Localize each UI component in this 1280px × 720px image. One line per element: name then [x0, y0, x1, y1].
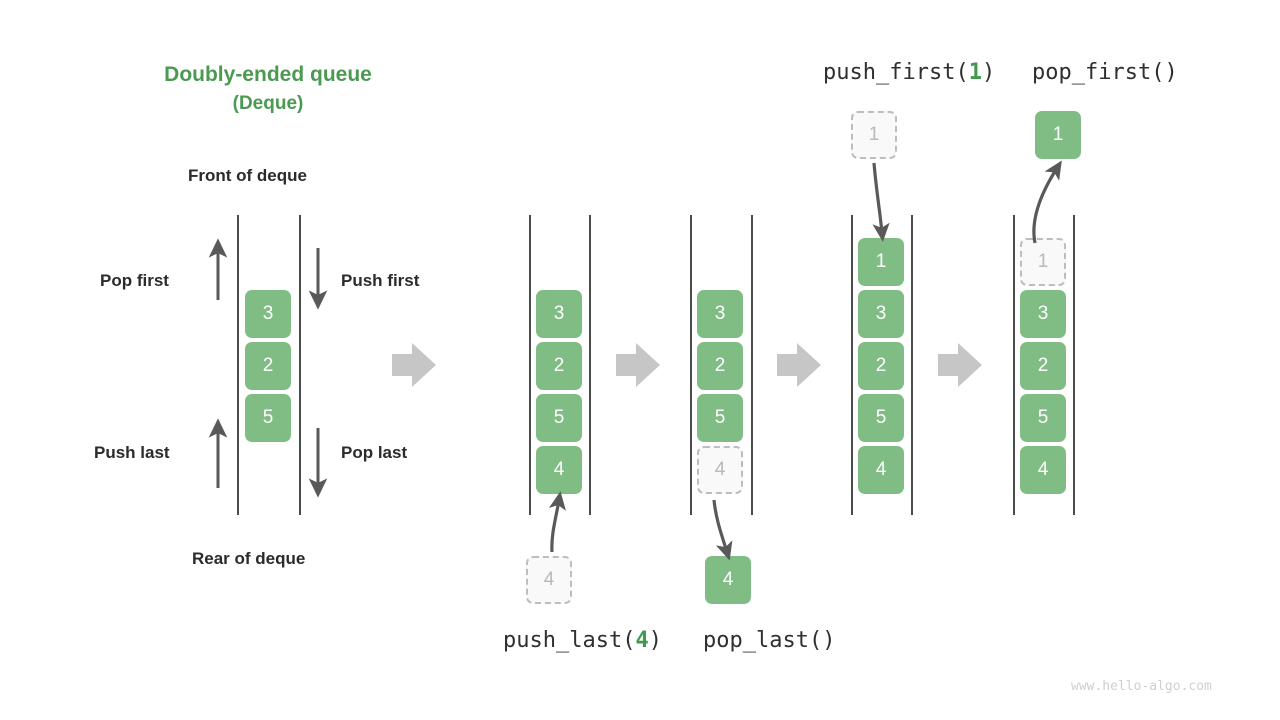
deque-rail-right-panel-3	[751, 215, 753, 515]
deque-item: 5	[697, 394, 743, 442]
deque-rail-left-panel-5	[1013, 215, 1015, 515]
push-first-paren-close: )	[981, 60, 996, 85]
deque-item: 2	[536, 342, 582, 390]
pop-last-label: Pop last	[341, 443, 408, 462]
deque-rail-left-panel-3	[690, 215, 692, 515]
pop-last-fn-name: pop_last	[703, 628, 809, 653]
pop-first-paren-open: (	[1151, 60, 1165, 85]
deque-item: 4	[1020, 446, 1066, 494]
transition-arrow-1	[392, 343, 436, 387]
page-title: Doubly-ended queue (Deque)	[148, 60, 388, 118]
deque-detached-item: 1	[851, 111, 897, 159]
deque-item: 2	[697, 342, 743, 390]
push-first-label: Push first	[341, 271, 420, 290]
page-title-line1: Doubly-ended queue	[164, 63, 372, 86]
push-first-operation-caption: push_first(1)	[823, 60, 995, 85]
front-of-deque-label: Front of deque	[188, 166, 307, 185]
watermark: www.hello-algo.com	[1071, 679, 1212, 694]
push-first-arg: 1	[968, 60, 982, 85]
pop-first-operation-caption: pop_first()	[1032, 60, 1178, 85]
push-last-operation-caption: push_last(4)	[503, 628, 662, 653]
pop-first-label: Pop first	[100, 271, 169, 290]
deque-item: 5	[1020, 394, 1066, 442]
push-last-motion-arrow	[548, 491, 566, 553]
transition-arrow-4	[938, 343, 982, 387]
page-title-line2: (Deque)	[232, 93, 304, 115]
push-last-paren-open: (	[622, 628, 636, 653]
pop-last-motion-arrow	[712, 499, 733, 561]
deque-rail-left-panel-1	[237, 215, 239, 515]
push-first-motion-arrow	[872, 162, 890, 242]
deque-item: 4	[536, 446, 582, 494]
push-first-paren-open: (	[955, 60, 969, 85]
push-first-fn-name: push_first	[823, 60, 956, 85]
deque-detached-item: 1	[1035, 111, 1081, 159]
deque-item: 4	[858, 446, 904, 494]
pop-first-motion-arrow	[1032, 160, 1062, 244]
deque-item-ghost: 1	[1020, 238, 1066, 286]
pop-last-operation-caption: pop_last()	[703, 628, 835, 653]
deque-item: 2	[245, 342, 291, 390]
deque-item: 3	[858, 290, 904, 338]
pop-first-fn-name: pop_first	[1032, 60, 1152, 85]
pop-last-paren-open: (	[808, 628, 823, 653]
deque-item: 3	[1020, 290, 1066, 338]
transition-arrow-3	[777, 343, 821, 387]
rear-of-deque-label: Rear of deque	[192, 549, 306, 568]
deque-item: 3	[536, 290, 582, 338]
pop-last-paren-close: )	[822, 628, 836, 653]
deque-rail-right-panel-1	[299, 215, 301, 515]
transition-arrow-2	[616, 343, 660, 387]
deque-item: 2	[858, 342, 904, 390]
deque-item: 5	[858, 394, 904, 442]
pop-first-paren-close: )	[1164, 60, 1178, 85]
deque-item: 2	[1020, 342, 1066, 390]
deque-detached-item: 4	[526, 556, 572, 604]
deque-rail-right-panel-2	[589, 215, 591, 515]
push-last-arg: 4	[635, 628, 649, 653]
push-last-fn-name: push_last	[503, 628, 623, 653]
deque-item: 3	[697, 290, 743, 338]
deque-rail-right-panel-5	[1073, 215, 1075, 515]
deque-item: 3	[245, 290, 291, 338]
deque-detached-item: 4	[705, 556, 751, 604]
deque-rail-left-panel-4	[851, 215, 853, 515]
push-last-paren-close: )	[648, 628, 662, 653]
deque-item: 1	[858, 238, 904, 286]
deque-rail-left-panel-2	[529, 215, 531, 515]
push-last-label: Push last	[94, 443, 170, 462]
deque-item-ghost: 4	[697, 446, 743, 494]
deque-item: 5	[536, 394, 582, 442]
deque-rail-right-panel-4	[911, 215, 913, 515]
deque-item: 5	[245, 394, 291, 442]
